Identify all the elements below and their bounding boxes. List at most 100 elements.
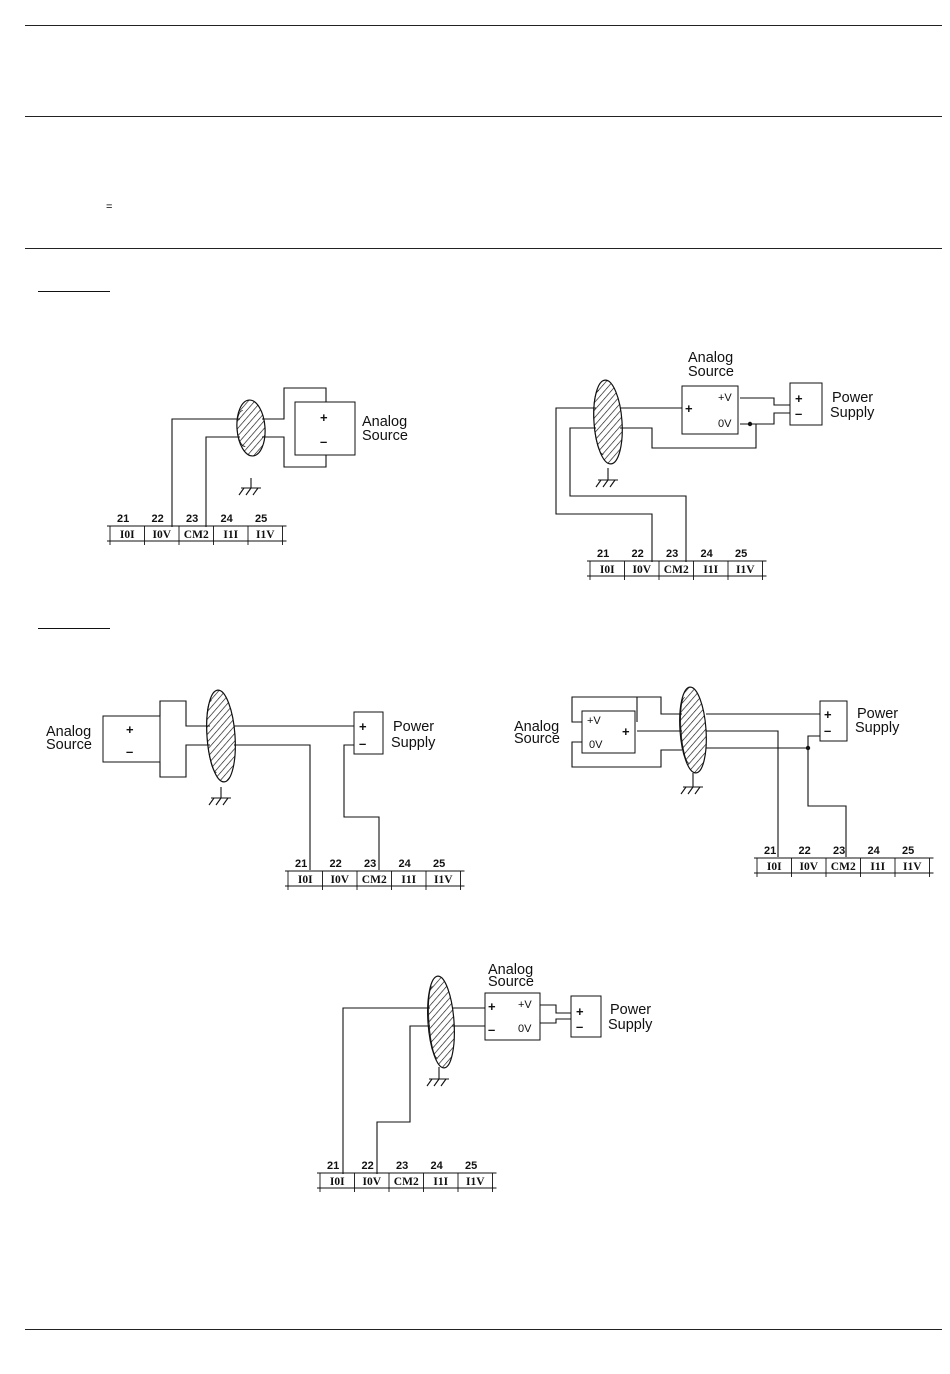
minus-sign: –	[359, 736, 366, 751]
analog-source-label-line2: Source	[362, 428, 408, 444]
terminal-number: 24	[431, 1160, 444, 1172]
terminal-number: 21	[295, 858, 307, 870]
terminal-number: 22	[799, 845, 811, 857]
cable-shield	[593, 379, 623, 465]
cable-inner-edge	[428, 986, 438, 1059]
section-underline-1	[38, 291, 110, 292]
zero-v-label: 0V	[518, 1023, 532, 1035]
terminal-number: 23	[364, 858, 376, 870]
plus-sign: +	[824, 707, 832, 722]
ground-tick	[426, 1078, 433, 1087]
terminal-number: 21	[327, 1160, 339, 1172]
ground-symbol	[208, 797, 231, 806]
power-supply-box	[789, 382, 823, 426]
ground-tick	[680, 786, 687, 795]
terminal-number: 24	[868, 845, 881, 857]
terminal-name: CM2	[831, 861, 856, 873]
cable-shield	[206, 689, 236, 783]
zero-v-label: 0V	[718, 418, 732, 430]
terminal-number: 22	[152, 513, 164, 525]
ground-tick	[595, 479, 602, 488]
analog-source-label-line1: Analog	[46, 724, 91, 740]
section-rule	[25, 248, 942, 249]
minus-sign: –	[488, 1022, 495, 1037]
shielded-cable	[593, 379, 623, 465]
plus-sign: +	[320, 410, 328, 425]
terminal-number: 24	[221, 513, 234, 525]
plus-sign: +	[685, 401, 693, 416]
terminal-number: 22	[632, 548, 644, 560]
terminal-number: 21	[117, 513, 129, 525]
analog-source-box	[102, 715, 161, 763]
terminal-name: I0V	[632, 564, 651, 576]
ground-tick	[609, 479, 616, 488]
cable-shield	[427, 975, 455, 1069]
shielded-cable	[206, 689, 236, 783]
terminal-name: CM2	[664, 564, 689, 576]
plus-sign: +	[576, 1004, 584, 1019]
terminal-number: 25	[465, 1160, 477, 1172]
minus-sign: –	[576, 1019, 583, 1034]
terminal-number: 22	[330, 858, 342, 870]
cable-shield	[679, 686, 707, 774]
plus-sign: +	[488, 999, 496, 1014]
plus-sign: +	[795, 391, 803, 406]
terminal-number: 24	[701, 548, 714, 560]
plus-v-label: +V	[587, 715, 601, 727]
plus-sign: +	[622, 724, 630, 739]
terminal-name: I0V	[330, 874, 349, 886]
analog-source-label-line2: Source	[688, 364, 734, 380]
analog-source-label-line1: Analog	[362, 414, 407, 430]
terminal-name: I0I	[330, 1176, 345, 1188]
ground-tick	[238, 487, 245, 496]
terminal-name: CM2	[394, 1176, 419, 1188]
ground-symbol	[680, 786, 703, 795]
power-supply-box	[819, 700, 848, 742]
power-supply-box	[570, 995, 602, 1038]
analog-source-label-line1: Analog	[488, 962, 533, 978]
ground-tick	[440, 1078, 447, 1087]
terminal-name: I0I	[120, 529, 135, 541]
minus-sign: –	[824, 723, 831, 738]
terminal-name: I0V	[799, 861, 818, 873]
terminal-number: 23	[666, 548, 678, 560]
terminal-name: I0I	[298, 874, 313, 886]
power-supply-label-line2: Supply	[608, 1017, 653, 1033]
terminal-name: I1I	[433, 1176, 448, 1188]
analog-source-label-line2: Source	[46, 737, 92, 753]
terminal-number: 25	[735, 548, 747, 560]
cable-shield	[236, 399, 266, 457]
power-supply-label-line1: Power	[832, 390, 873, 406]
terminal-number: 21	[764, 845, 776, 857]
analog-source-label-line1: Analog	[514, 719, 559, 735]
terminal-number: 24	[399, 858, 412, 870]
terminal-number: 25	[902, 845, 914, 857]
minus-sign: –	[320, 434, 327, 449]
cable-inner-edge	[236, 410, 246, 447]
ground-tick	[602, 479, 609, 488]
terminal-name: I0I	[767, 861, 782, 873]
power-supply-label-line2: Supply	[830, 405, 875, 421]
terminal-name: I1V	[903, 861, 922, 873]
top-rule	[25, 25, 942, 26]
terminal-name: I1I	[223, 529, 238, 541]
ground-symbol	[595, 479, 618, 488]
cable-inner-edge	[680, 697, 690, 764]
cable-inner-edge	[593, 390, 604, 455]
power-supply-label-line1: Power	[393, 719, 434, 735]
analog-source-box	[581, 710, 636, 754]
terminal-name: I1V	[736, 564, 755, 576]
terminal-number: 21	[597, 548, 609, 560]
cable-inner-edge	[206, 700, 217, 773]
analog-source-label-line2: Source	[488, 974, 534, 990]
ground-tick	[222, 797, 229, 806]
plus-v-label: +V	[518, 999, 532, 1011]
